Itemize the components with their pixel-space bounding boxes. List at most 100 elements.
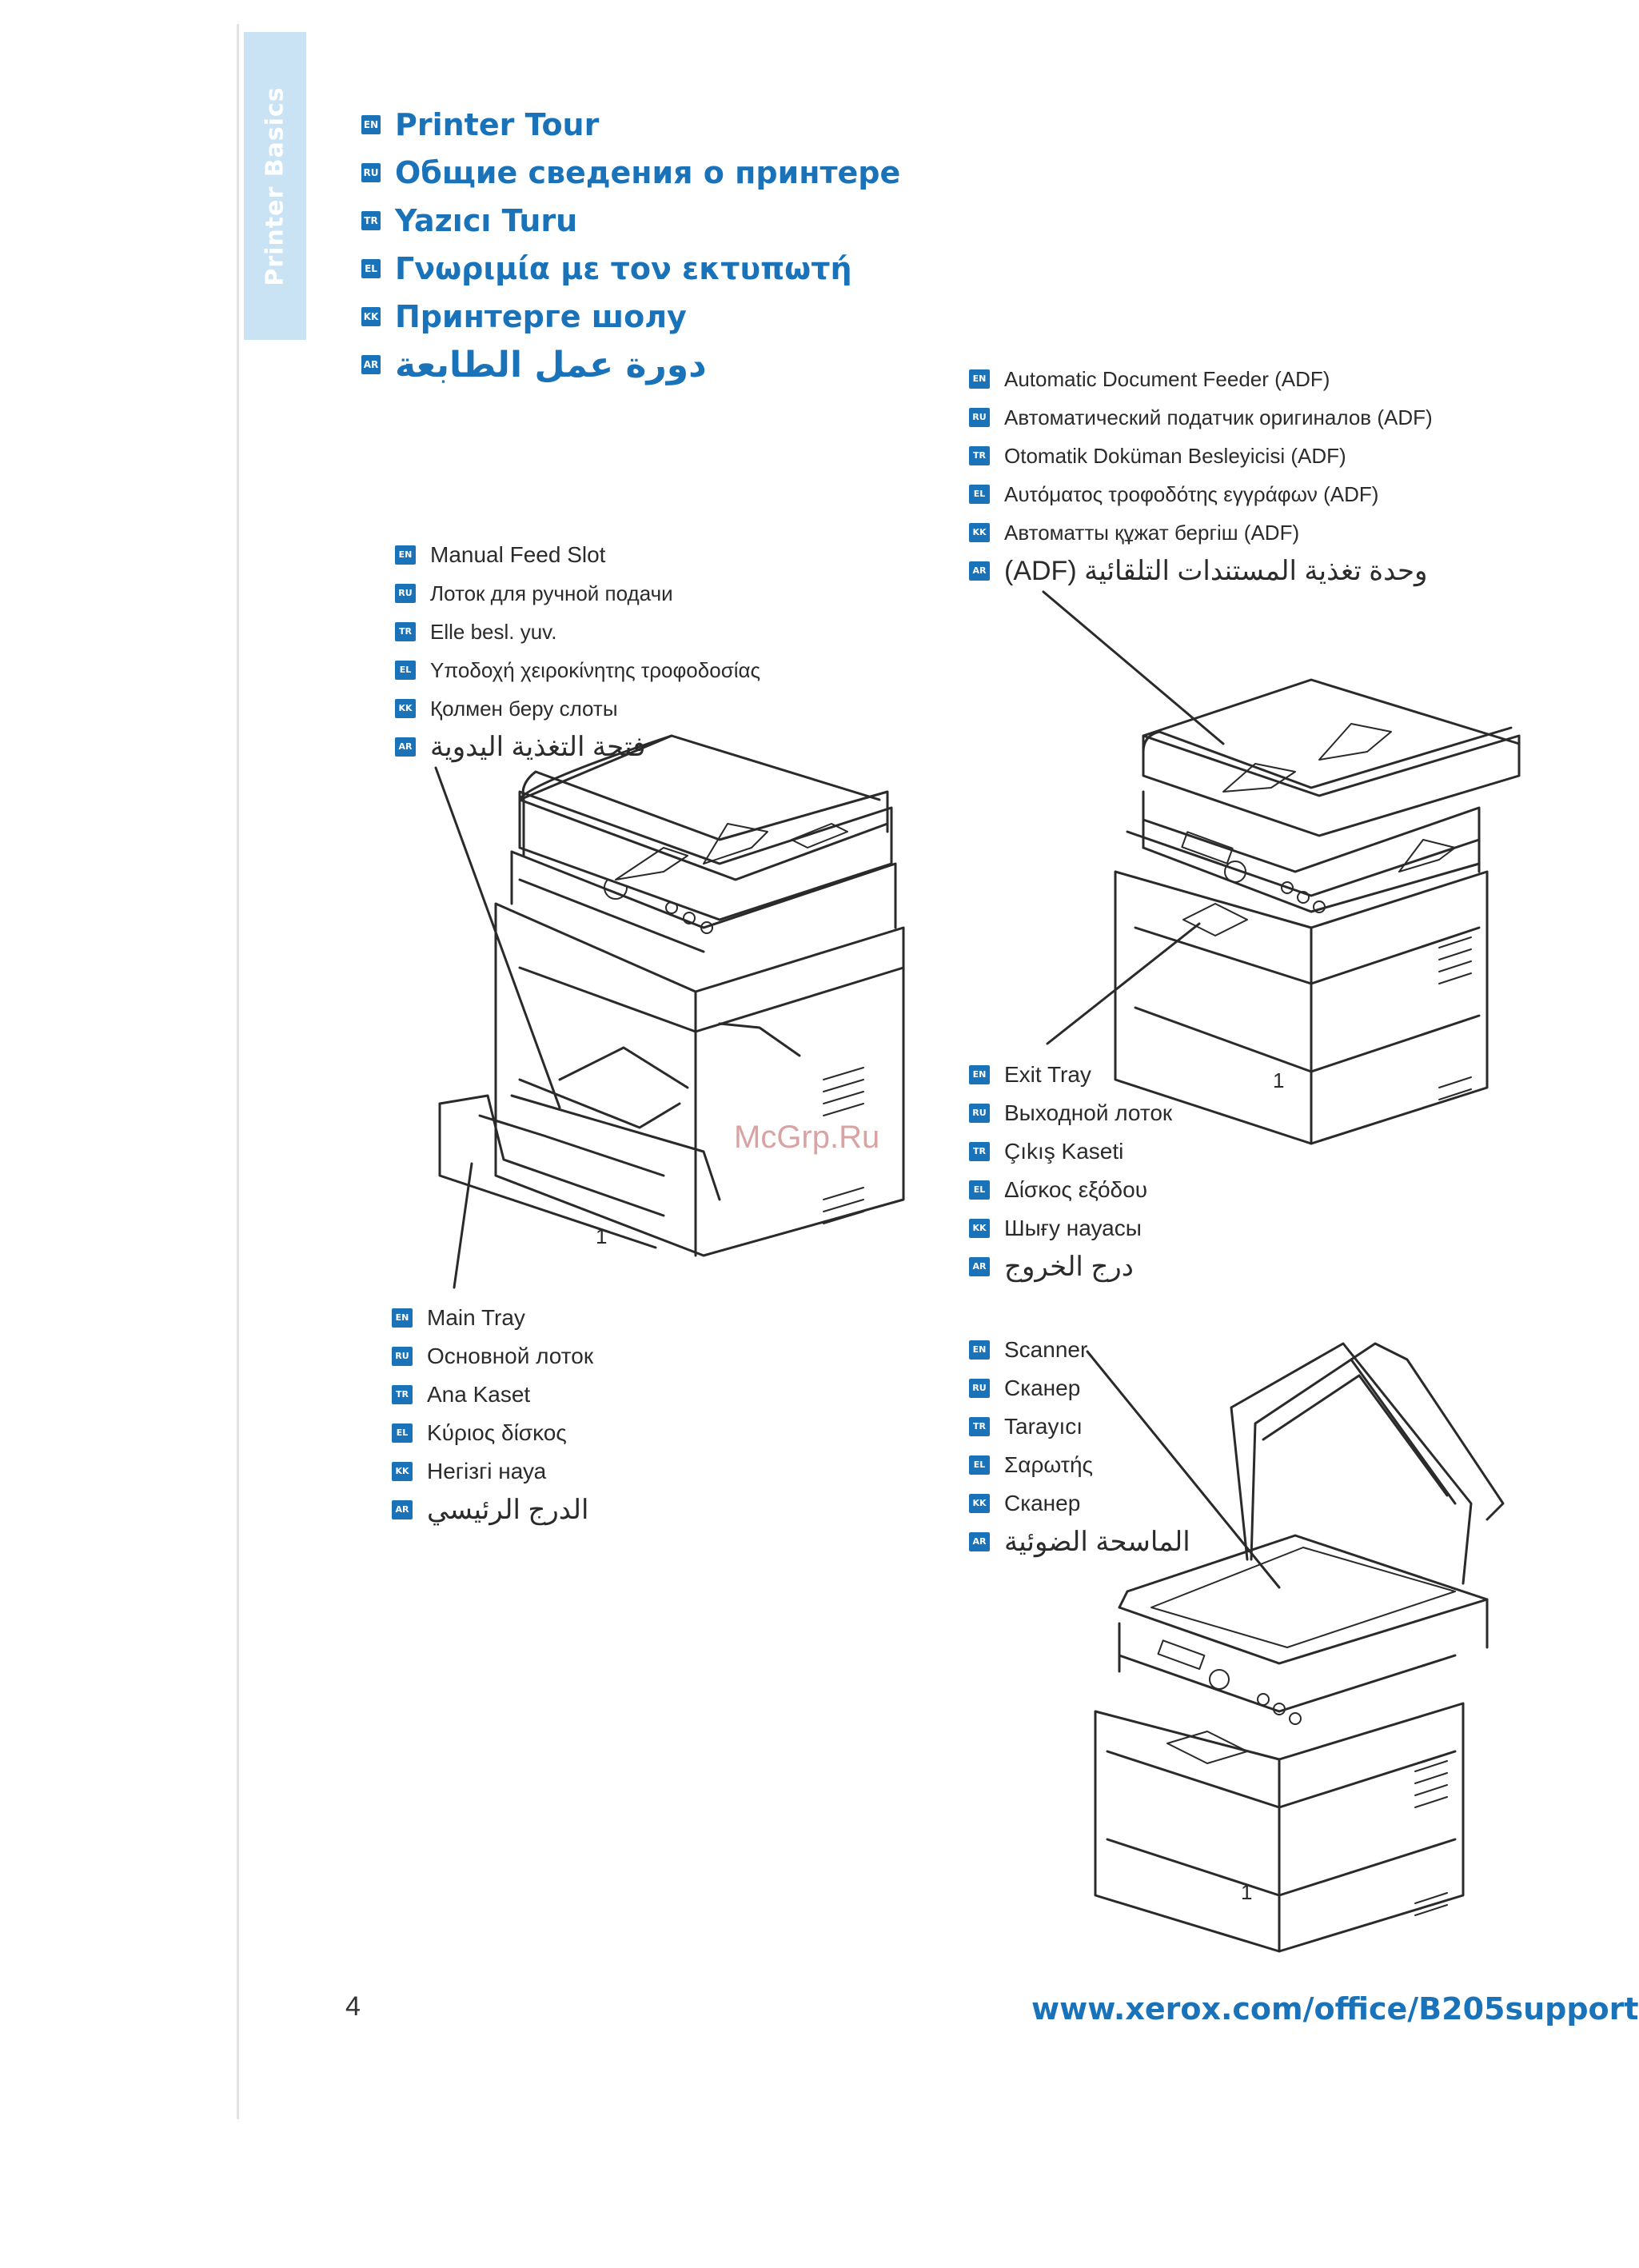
lang-tag: EN bbox=[392, 1308, 413, 1328]
printer-front-illustration bbox=[438, 734, 905, 1257]
exit-tray-tr: TR Çıkış Kaseti bbox=[969, 1132, 1172, 1171]
adf-label: Otomatik Doküman Besleyicisi (ADF) bbox=[1004, 443, 1346, 468]
tray-number-1-a: 1 bbox=[596, 1224, 607, 1248]
adf-label-block: EN Automatic Document Feeder (ADF) RU Авто… bbox=[969, 360, 1433, 590]
lang-tag: RU bbox=[361, 163, 381, 182]
lang-tag: RU bbox=[969, 1104, 990, 1123]
lang-tag: AR bbox=[392, 1500, 413, 1519]
lang-tag: EN bbox=[361, 115, 381, 134]
lang-tag: EN bbox=[395, 545, 416, 565]
main-tray-label: Основной лоток bbox=[427, 1344, 594, 1368]
leader-adf bbox=[1042, 590, 1225, 745]
lang-tag: EL bbox=[969, 1455, 990, 1475]
printer-adf-illustration bbox=[1114, 678, 1521, 1145]
leader-scanner bbox=[1086, 1350, 1281, 1589]
exit-tray-label: Выходной лоток bbox=[1004, 1100, 1173, 1125]
page-title-el: Γνωριμία με τον εκτυπωτή bbox=[395, 251, 852, 286]
exit-tray-label: Çıkış Kaseti bbox=[1004, 1139, 1124, 1164]
manual-feed-en: EN Manual Feed Slot bbox=[395, 536, 760, 574]
main-tray-label: Негізгі науа bbox=[427, 1459, 547, 1483]
adf-label: Automatic Document Feeder (ADF) bbox=[1004, 366, 1330, 391]
page-title-ru: Общие сведения о принтере bbox=[395, 155, 901, 190]
scan-edge-line bbox=[237, 24, 239, 2119]
adf-label: Αυτόματος τροφοδότης εγγράφων (ADF) bbox=[1004, 481, 1379, 506]
lang-tag: AR bbox=[969, 1257, 990, 1276]
adf-label: Автоматический податчик оригиналов (ADF) bbox=[1004, 405, 1433, 429]
lang-tag: KK bbox=[395, 699, 416, 718]
adf-label: وحدة تغذية المستندات التلقائية (ADF) bbox=[1004, 556, 1428, 586]
scanner-el: EL Σαρωτής bbox=[969, 1446, 1190, 1484]
lang-tag: RU bbox=[969, 408, 990, 427]
adf-tr: TR Otomatik Doküman Besleyicisi (ADF) bbox=[969, 437, 1433, 475]
exit-tray-label: Exit Tray bbox=[1004, 1062, 1091, 1087]
exit-tray-kk: KK Шығу науасы bbox=[969, 1209, 1172, 1248]
manual-feed-label: Лоток для ручной подачи bbox=[430, 581, 673, 605]
lang-tag: EL bbox=[969, 1180, 990, 1200]
lang-tag: TR bbox=[969, 1142, 990, 1161]
manual-feed-label-block: EN Manual Feed Slot RU Лоток для ручной по… bbox=[395, 536, 760, 766]
scanner-label: Сканер bbox=[1004, 1376, 1081, 1400]
scanner-label: Σαρωτής bbox=[1004, 1452, 1094, 1477]
manual-feed-el: EL Υποδοχή χειροκίνητης τροφοδοσίας bbox=[395, 651, 760, 689]
manual-feed-label: Manual Feed Slot bbox=[430, 542, 606, 567]
leader-manual-feed bbox=[434, 766, 561, 1109]
main-tray-label: Main Tray bbox=[427, 1305, 525, 1330]
lang-tag: AR bbox=[969, 1532, 990, 1551]
adf-en: EN Automatic Document Feeder (ADF) bbox=[969, 360, 1433, 398]
lang-tag: TR bbox=[395, 622, 416, 641]
lang-tag: AR bbox=[395, 737, 416, 757]
page-title-tr: Yazıcı Turu bbox=[395, 203, 578, 238]
page-title-kk: Принтерге шолу bbox=[395, 299, 687, 334]
exit-tray-ru: RU Выходной лоток bbox=[969, 1094, 1172, 1132]
lang-tag: RU bbox=[395, 584, 416, 603]
adf-ru: RU Автоматический податчик оригиналов (AD… bbox=[969, 398, 1433, 437]
lang-tag: EN bbox=[969, 1065, 990, 1084]
lang-tag: KK bbox=[969, 1219, 990, 1238]
exit-tray-label-block: EN Exit Tray RU Выходной лоток TR Çıkış Kas… bbox=[969, 1056, 1172, 1286]
adf-el: EL Αυτόματος τροφοδότης εγγράφων (ADF) bbox=[969, 475, 1433, 513]
title-en: EN Printer Tour bbox=[361, 101, 900, 149]
lang-tag: RU bbox=[969, 1379, 990, 1398]
main-tray-label: Ana Kaset bbox=[427, 1382, 531, 1407]
tray-number-1-b: 1 bbox=[1273, 1068, 1284, 1092]
scanner-ru: RU Сканер bbox=[969, 1369, 1190, 1408]
manual-feed-ru: RU Лоток для ручной подачи bbox=[395, 574, 760, 613]
title-ru: RU Общие сведения о принтере bbox=[361, 149, 900, 197]
watermark: McGrp.Ru bbox=[734, 1120, 880, 1155]
main-tray-label: Κύριος δίσκος bbox=[427, 1420, 567, 1445]
lang-tag: TR bbox=[969, 446, 990, 465]
page-number: 4 bbox=[345, 1991, 361, 2022]
manual-feed-label: Υποδοχή χειροκίνητης τροφοδοσίας bbox=[430, 657, 761, 682]
side-tab: Printer Basics bbox=[244, 32, 306, 340]
title-block: EN Printer Tour RU Общие сведения о принте… bbox=[361, 101, 900, 389]
page-title: Printer Tour bbox=[395, 107, 600, 142]
lang-tag: AR bbox=[969, 561, 990, 581]
lang-tag: TR bbox=[969, 1417, 990, 1436]
lang-tag: EN bbox=[969, 1340, 990, 1360]
printer-illustrations: 1 1 bbox=[434, 590, 1521, 1953]
support-url-link[interactable]: www.xerox.com/office/B205support bbox=[1031, 1991, 1639, 2026]
main-tray-kk: KK Негізгі науа bbox=[392, 1452, 593, 1491]
main-tray-en: EN Main Tray bbox=[392, 1299, 593, 1337]
lang-tag: TR bbox=[392, 1385, 413, 1404]
exit-tray-label: Шығу науасы bbox=[1004, 1216, 1142, 1240]
adf-ar: AR وحدة تغذية المستندات التلقائية (ADF) bbox=[969, 552, 1433, 590]
lang-tag: EL bbox=[395, 661, 416, 680]
leader-exit-tray bbox=[1046, 922, 1201, 1045]
exit-tray-label: درج الخروج bbox=[1004, 1252, 1134, 1282]
lang-tag: KK bbox=[392, 1462, 413, 1481]
lang-tag: EN bbox=[969, 369, 990, 389]
lang-tag: EL bbox=[969, 485, 990, 504]
